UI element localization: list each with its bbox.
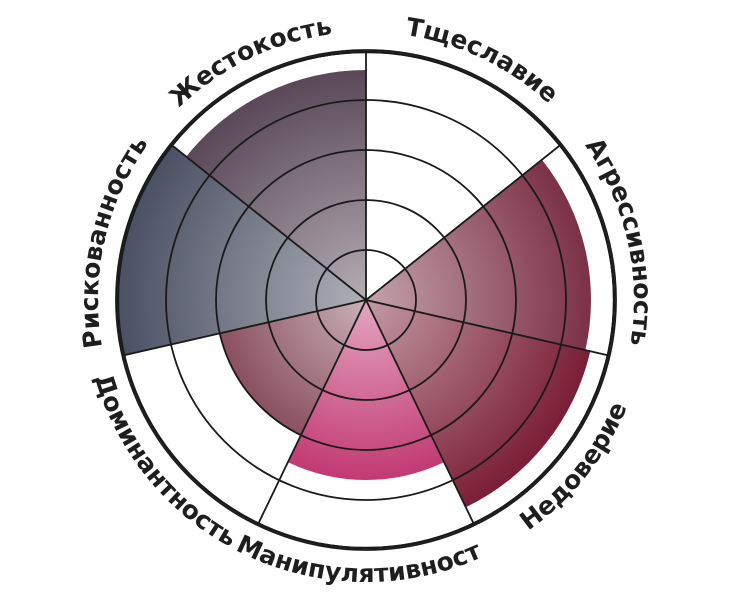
spoke-2 — [365, 144, 561, 301]
bar-7 — [186, 70, 366, 300]
bar-6 — [116, 144, 367, 356]
spoke-3 — [365, 299, 608, 357]
spoke-6 — [124, 299, 367, 357]
chart-border — [116, 50, 616, 550]
spoke-5 — [257, 299, 367, 524]
bar-3 — [366, 300, 591, 508]
spoke-7 — [171, 144, 367, 301]
spoke-4 — [365, 299, 475, 524]
bar-4 — [287, 300, 445, 480]
bar-2 — [366, 159, 592, 351]
grid-ring-5 — [115, 49, 617, 551]
